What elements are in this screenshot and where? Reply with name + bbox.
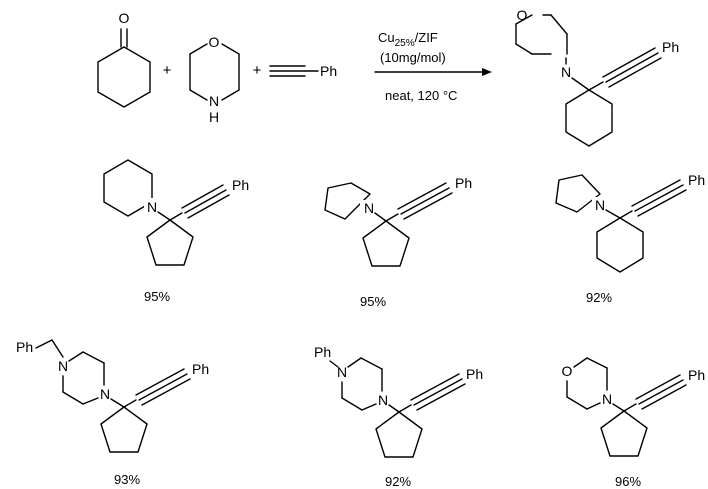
product-structure: O N Ph bbox=[515, 7, 679, 147]
solvent-temperature-label: neat, 120 °C bbox=[385, 88, 457, 103]
example-5-phenyl-label: Ph bbox=[466, 366, 483, 382]
example-4-nitrogen-label: N bbox=[100, 386, 110, 402]
plus-sign-2: + bbox=[253, 62, 262, 79]
product-oxygen-label: O bbox=[517, 7, 528, 23]
example-4-structure: Ph N N Ph bbox=[16, 339, 209, 453]
catalyst-loading-label: (10mg/mol) bbox=[380, 50, 446, 65]
example-3-structure: N Ph bbox=[555, 172, 705, 273]
example-3-yield: 92% bbox=[586, 290, 612, 305]
phenylacetylene-structure: Ph bbox=[269, 63, 337, 79]
example-6-phenyl-label: Ph bbox=[688, 367, 705, 383]
example-4-phenyl-label: Ph bbox=[192, 361, 209, 377]
example-6-nitrogen-label: N bbox=[602, 391, 612, 407]
example-5-yield: 92% bbox=[385, 474, 411, 489]
example-5-structure: Ph N N Ph bbox=[314, 344, 483, 458]
example-1-yield: 95% bbox=[144, 289, 170, 304]
phenylacetylene-phenyl-label: Ph bbox=[320, 63, 337, 79]
example-5-nitrogen-label: N bbox=[378, 392, 388, 408]
example-2-phenyl-label: Ph bbox=[455, 175, 472, 191]
example-5-n-phenyl-label: Ph bbox=[314, 344, 331, 360]
plus-sign-1: + bbox=[163, 62, 172, 79]
reaction-arrow bbox=[374, 68, 492, 76]
example-6-structure: O N Ph bbox=[562, 357, 705, 457]
cyclohexanone-structure: O bbox=[97, 10, 151, 108]
example-1-nitrogen-label: N bbox=[147, 199, 157, 215]
example-5-nitrogen-top-label: N bbox=[337, 364, 347, 380]
example-2-yield: 95% bbox=[360, 294, 386, 309]
cyclohexanone-oxygen-label: O bbox=[119, 10, 130, 26]
example-3-nitrogen-label: N bbox=[595, 197, 605, 213]
example-6-yield: 96% bbox=[615, 474, 641, 489]
example-4-nitrogen-top-label: N bbox=[58, 358, 68, 374]
example-4-yield: 93% bbox=[114, 472, 140, 487]
example-1-phenyl-label: Ph bbox=[232, 177, 249, 193]
example-2-nitrogen-label: N bbox=[364, 200, 374, 216]
morpholine-hydrogen-label: H bbox=[209, 109, 219, 125]
example-3-phenyl-label: Ph bbox=[688, 172, 705, 188]
product-nitrogen-label: N bbox=[561, 64, 571, 80]
example-2-structure: N Ph bbox=[324, 175, 472, 267]
morpholine-structure: O N H bbox=[189, 34, 240, 125]
example-4-benzyl-phenyl-label: Ph bbox=[16, 339, 33, 355]
morpholine-oxygen-label: O bbox=[209, 34, 220, 50]
example-1-structure: N Ph bbox=[103, 159, 249, 266]
morpholine-nitrogen-label: N bbox=[209, 93, 219, 109]
catalyst-label: Cu25%/ZIF bbox=[378, 30, 438, 49]
example-6-oxygen-label: O bbox=[562, 363, 573, 379]
product-phenyl-label: Ph bbox=[662, 39, 679, 55]
